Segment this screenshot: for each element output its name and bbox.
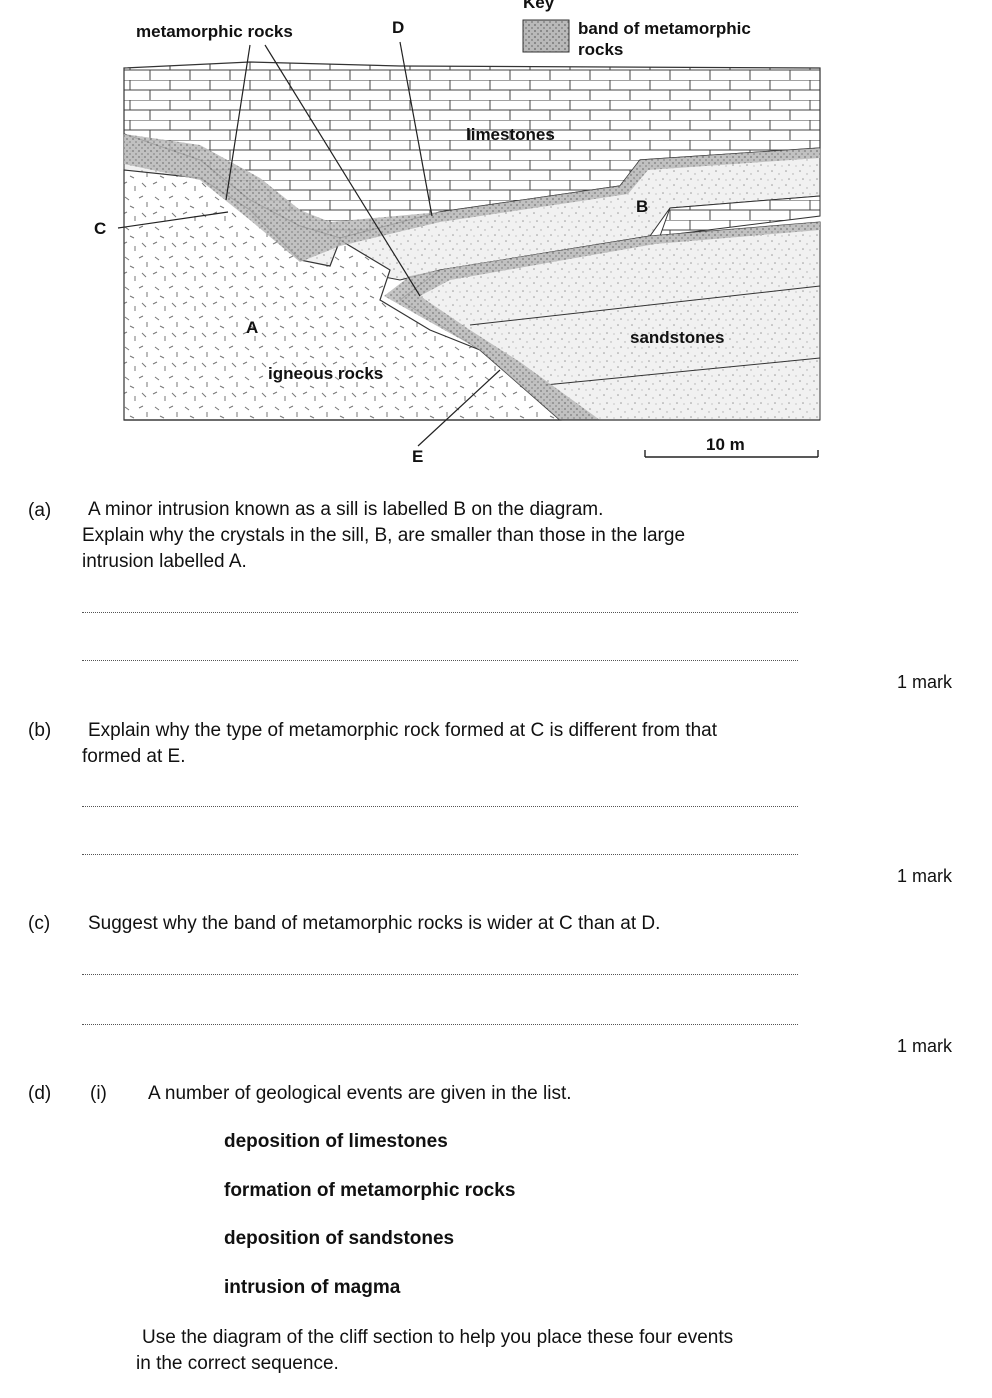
answer-line-c1[interactable] [82,974,798,975]
label-e: E [412,447,423,466]
limestone-inset [659,195,821,237]
event-item: deposition of sandstones [224,1228,455,1249]
question-a-mark: 1 mark [896,672,952,692]
question-a-label: (a) [28,500,52,521]
question-c-label: (c) [28,913,51,934]
scale-label: 10 m [706,435,745,454]
question-b-label: (b) [28,720,52,741]
question-b-line1: Explain why the type of metamorphic rock… [88,720,718,741]
key-label-line1: band of metamorphic [578,19,751,38]
answer-line-a2[interactable] [82,660,798,661]
metamorphic-band-upper [124,134,820,262]
question-c-line1: Suggest why the band of metamorphic rock… [88,913,661,934]
scale-bar: 10 m [644,435,819,458]
question-b-line2: formed at E. [82,746,186,767]
question-a-line3: intrusion labelled A. [82,551,247,572]
question-d-instruction-line1: Use the diagram of the cliff section to … [142,1327,734,1348]
question-a-line1: A minor intrusion known as a sill is lab… [88,499,604,520]
question-d-sublabel: (i) [90,1083,107,1104]
event-item: deposition of limestones [224,1131,448,1152]
answer-line-b2[interactable] [82,854,798,855]
question-d-line1: A number of geological events are given … [148,1083,572,1104]
label-d: D [392,18,404,37]
label-limestones: limestones [466,125,555,144]
event-item: intrusion of magma [224,1277,401,1298]
label-a: A [246,318,258,337]
answer-line-c2[interactable] [82,1024,798,1025]
answer-line-b1[interactable] [82,806,798,807]
key-title: Key [523,0,555,12]
answer-line-a1[interactable] [82,612,798,613]
label-igneous-rocks: igneous rocks [268,364,383,383]
question-d-label: (d) [28,1083,52,1104]
label-c: C [94,219,106,238]
label-metamorphic-rocks: metamorphic rocks [136,22,293,41]
question-b-mark: 1 mark [896,866,952,886]
key-swatch [522,19,570,53]
metamorphic-band-lower [384,222,820,420]
question-a-line2: Explain why the crystals in the sill, B,… [82,525,686,546]
question-c-mark: 1 mark [896,1036,952,1056]
key-label-line2: rocks [578,40,623,59]
cliff-section-diagram: Key band of metamorphic rocks metamorphi… [94,0,821,466]
label-b: B [636,197,648,216]
label-sandstones: sandstones [630,328,724,347]
question-d-instruction-line2: in the correct sequence. [136,1353,339,1374]
event-item: formation of metamorphic rocks [224,1180,516,1201]
